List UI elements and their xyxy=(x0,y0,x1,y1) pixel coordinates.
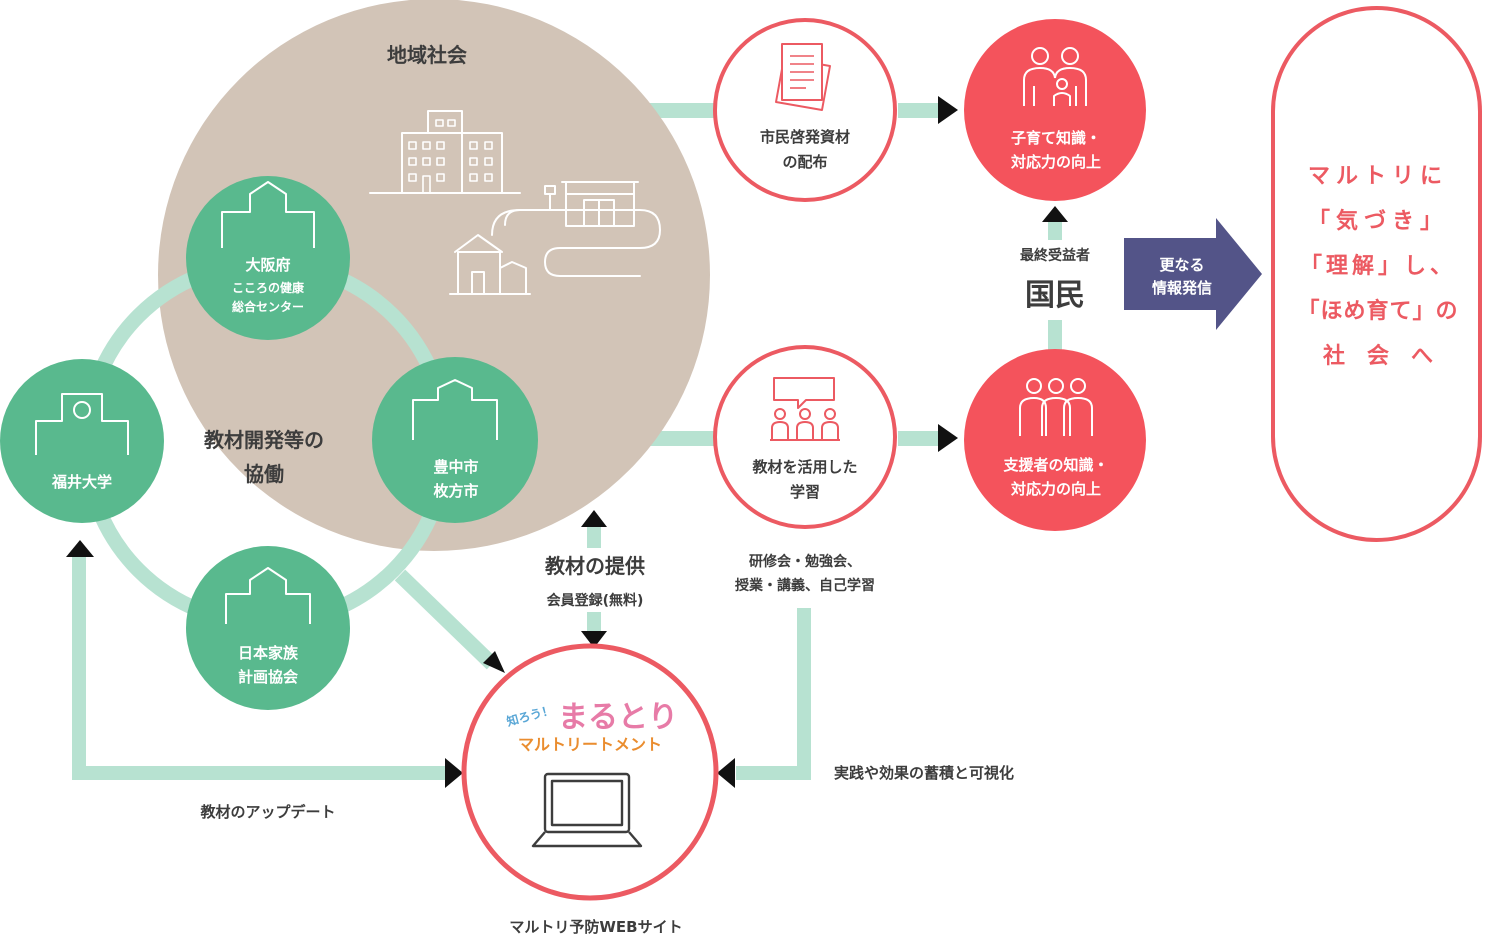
arrow-up-to-parents xyxy=(1042,206,1068,222)
outcome-supporters: 支援者の知識・ 対応力の向上 xyxy=(964,349,1146,531)
partner-cities-line2: 枚方市 xyxy=(433,482,478,500)
partner-osaka-name: 大阪府 xyxy=(245,256,290,274)
arrow-diagonal-to-website xyxy=(483,651,505,673)
partner-osaka: 大阪府 こころの健康 総合センター xyxy=(186,176,350,340)
goal-line5: 社 会 へ xyxy=(1323,343,1433,369)
partner-fukui-name: 福井大学 xyxy=(51,473,112,491)
goal-line1: マルトリに xyxy=(1308,164,1448,189)
connector-accumulation-vertical xyxy=(797,608,811,780)
collab-label-line2: 協働 xyxy=(244,462,284,486)
dissemination-line2: 情報発信 xyxy=(1152,279,1212,297)
supporters-group-icon xyxy=(1019,378,1093,436)
partner-osaka-sub1: こころの健康 xyxy=(232,280,305,295)
update-label: 教材のアップデート xyxy=(199,803,335,821)
beneficiary-label: 最終受益者 xyxy=(1020,247,1090,264)
activity-training-line2: 学習 xyxy=(790,483,820,501)
website-caption: マルトリ予防WEBサイト xyxy=(509,918,682,935)
material-backdrop xyxy=(530,548,660,612)
connector-training-supporters xyxy=(898,431,940,446)
parent-child-icon xyxy=(1023,47,1087,106)
connector-community-website xyxy=(394,569,498,670)
activity-leaflet-line2: の配布 xyxy=(782,153,827,171)
city-hall-icon xyxy=(412,379,498,440)
partner-jfpa: 日本家族 計画協会 xyxy=(186,546,350,710)
beneficiary-backdrop xyxy=(1002,240,1108,320)
goal-pill: マルトリに 「気づき」 「理解」し、 「ほめ育て」の 社 会 へ xyxy=(1271,6,1482,542)
website-circle[interactable]: 知ろう！ まるとり マルトリートメント xyxy=(461,643,719,901)
community-title: 地域社会 xyxy=(387,43,467,67)
flow-connectors xyxy=(72,103,1062,780)
partner-jfpa-line1: 日本家族 xyxy=(238,644,299,662)
meeting-icon xyxy=(770,377,840,441)
arrow-to-parents xyxy=(938,96,958,124)
website-logo: 知ろう！ まるとり マルトリートメント xyxy=(504,700,678,754)
training-note-line2: 授業・講義、自己学習 xyxy=(735,577,875,594)
activity-training: 教材を活用した 学習 xyxy=(713,345,897,529)
collab-label-line1: 教材開発等の xyxy=(204,428,324,452)
outcome-supporters-line1: 支援者の知識・ xyxy=(1002,456,1108,474)
activity-leaflet-line1: 市民啓発資材 xyxy=(760,128,850,146)
laptop-icon xyxy=(531,772,643,848)
goal-line2: 「気づき」 xyxy=(1308,208,1448,234)
outcome-parents-line1: 子育て知識・ xyxy=(1011,129,1101,147)
logo-main-text: まるとり xyxy=(558,700,678,735)
connector-community-training xyxy=(640,431,720,446)
arrow-update-to-website xyxy=(445,758,463,788)
arrow-material-down xyxy=(581,631,607,648)
logo-sub-text: マルトリートメント xyxy=(518,735,662,754)
dissemination-line1: 更なる xyxy=(1159,256,1204,274)
outcome-parents-line2: 対応力の向上 xyxy=(1010,153,1101,171)
material-sub: 会員登録(無料) xyxy=(547,592,644,609)
training-note-line1: 研修会・勉強会、 xyxy=(749,553,861,570)
dissemination-arrow: 更なる 情報発信 xyxy=(1124,218,1262,330)
partner-jfpa-line2: 計画協会 xyxy=(238,668,298,686)
material-title: 教材の提供 xyxy=(545,554,645,578)
outcome-parents: 子育て知識・ 対応力の向上 xyxy=(964,19,1146,201)
connector-update-vertical xyxy=(72,555,86,780)
activity-leaflet: 市民啓発資材 の配布 xyxy=(713,18,897,202)
connector-leaflet-parents xyxy=(898,103,940,118)
goal-line4: 「ほめ育て」の xyxy=(1297,298,1458,324)
university-icon xyxy=(35,393,129,455)
town-icon xyxy=(369,110,661,295)
government-building-icon xyxy=(221,181,315,248)
outcome-supporters-line2: 対応力の向上 xyxy=(1010,480,1101,498)
connector-update-horizontal xyxy=(72,766,450,780)
connector-community-leaflet xyxy=(640,103,720,118)
association-building-icon xyxy=(225,567,311,624)
partner-osaka-sub2: 総合センター xyxy=(232,299,304,314)
goal-line3: 「理解」し、 xyxy=(1300,253,1456,279)
arrow-to-supporters xyxy=(938,424,958,452)
partner-cities: 豊中市 枚方市 xyxy=(372,357,538,523)
documents-icon xyxy=(775,43,831,111)
beneficiary-title: 国民 xyxy=(1025,278,1085,313)
connector-accumulation-horizontal xyxy=(736,766,811,780)
partner-fukui: 福井大学 xyxy=(0,359,164,523)
partner-cities-line1: 豊中市 xyxy=(433,458,478,476)
arrow-accumulation-to-website xyxy=(717,758,735,788)
arrow-material-up xyxy=(581,510,607,527)
community-circle xyxy=(158,0,710,551)
activity-training-line1: 教材を活用した xyxy=(751,458,857,476)
accumulation-label: 実践や効果の蓄積と可視化 xyxy=(834,764,1014,782)
arrow-up-to-fukui xyxy=(66,540,94,557)
